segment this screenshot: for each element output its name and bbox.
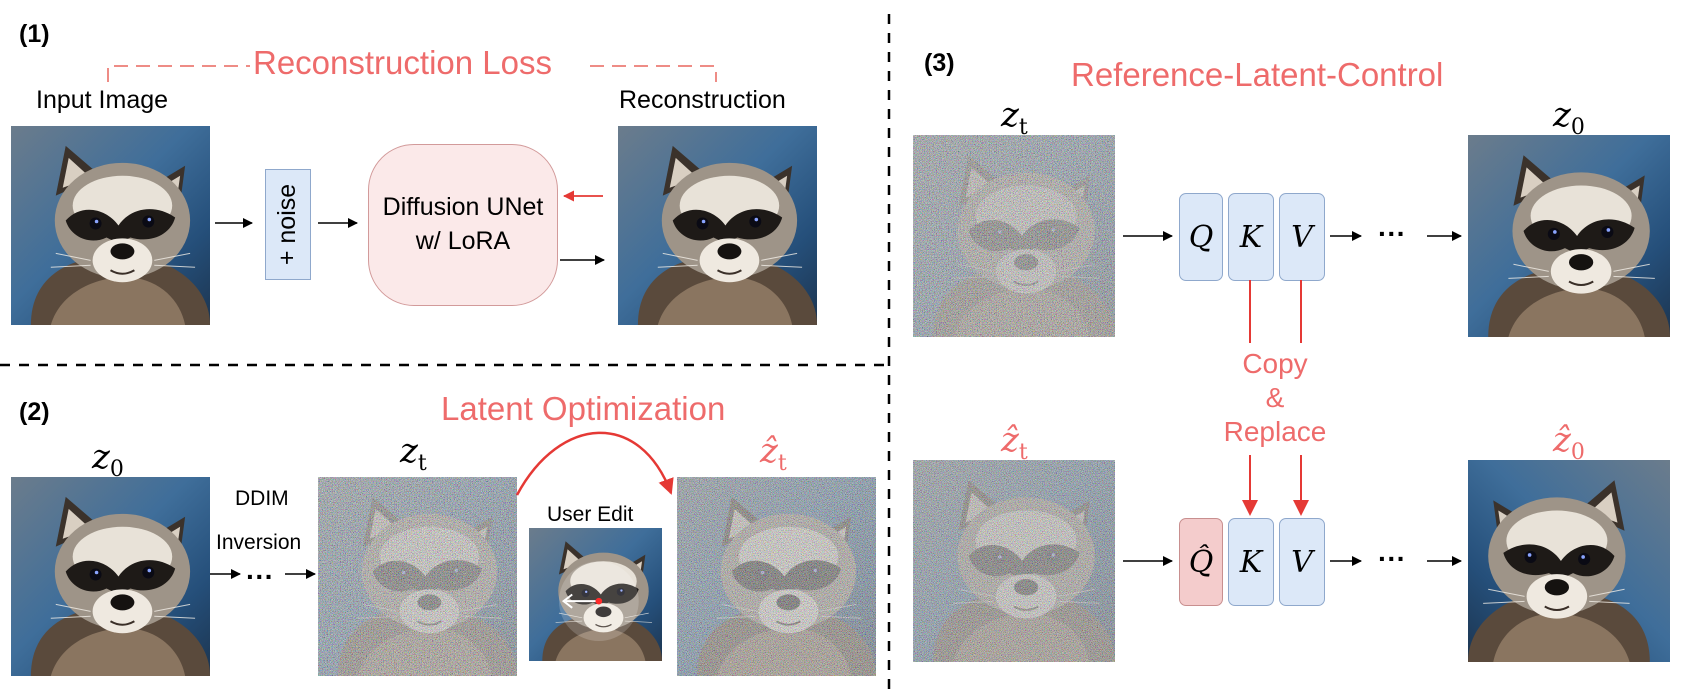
input-image-label: Input Image — [36, 86, 169, 114]
latent-optimization-title: Latent Optimization — [441, 390, 726, 427]
user-edit-label: User Edit — [547, 503, 634, 526]
panel2-z0-image — [11, 477, 210, 676]
panel3-zt-hat-label: ẑt — [1001, 420, 1028, 465]
panel3-z0-hat-image — [1468, 460, 1670, 662]
panel3-z0-image — [1468, 135, 1670, 337]
copy-text: Copy — [1242, 348, 1308, 379]
v-box: V — [1279, 193, 1325, 281]
panel3-z0-label: z0 — [1553, 95, 1585, 140]
reconstruction-loss-title: Reconstruction Loss — [253, 44, 552, 81]
unet-label-line2: w/ LoRA — [415, 227, 511, 255]
panel3-z0-hat-label: ẑ0 — [1553, 420, 1585, 465]
q-hat-box: Q̂ — [1179, 518, 1223, 606]
panel-2-number: (2) — [19, 398, 50, 426]
panel2-zt-label: zt — [400, 431, 427, 476]
panel3-zt-noisy-image — [913, 135, 1115, 337]
noise-label: + noise — [273, 183, 302, 266]
unet-label-line1: Diffusion UNet — [382, 193, 544, 222]
q-box: Q — [1179, 193, 1223, 281]
ddim-label-line2: Inversion — [216, 531, 302, 554]
panel-1-number: (1) — [19, 20, 50, 48]
panel2-zt-hat-image — [677, 477, 876, 676]
reference-latent-control-title: Reference-Latent-Control — [1071, 56, 1444, 93]
k-box-bottom: K — [1228, 518, 1274, 606]
panel-3-number: (3) — [924, 49, 955, 77]
user-edit-image — [529, 528, 662, 661]
replace-text: Replace — [1223, 416, 1327, 448]
ddim-label-line1: DDIM — [235, 487, 289, 510]
reconstruction-label: Reconstruction — [619, 86, 786, 114]
noise-box: + noise — [265, 169, 311, 280]
latent-optimization-arrow — [515, 431, 674, 496]
copy-replace-label: Copy & Replace — [1212, 348, 1338, 449]
panel2-ellipsis: ··· — [246, 561, 274, 592]
input-image — [11, 126, 210, 325]
panel2-z0-label: z0 — [92, 437, 124, 482]
panel2-zt-hat-label: ẑt — [760, 431, 787, 476]
panel3-bottom-ellipsis: ··· — [1378, 543, 1406, 574]
reconstruction-image — [618, 126, 817, 325]
panel3-zt-label: zt — [1001, 95, 1028, 140]
panel3-zt-hat-image — [913, 460, 1115, 662]
k-box: K — [1228, 193, 1274, 281]
amp-text: & — [1265, 382, 1285, 414]
panel3-top-ellipsis: ··· — [1378, 218, 1406, 249]
v-box-bottom: V — [1279, 518, 1325, 606]
diffusion-unet-lora-box: Diffusion UNet w/ LoRA — [368, 144, 558, 306]
panel2-zt-noisy-image — [318, 477, 517, 676]
